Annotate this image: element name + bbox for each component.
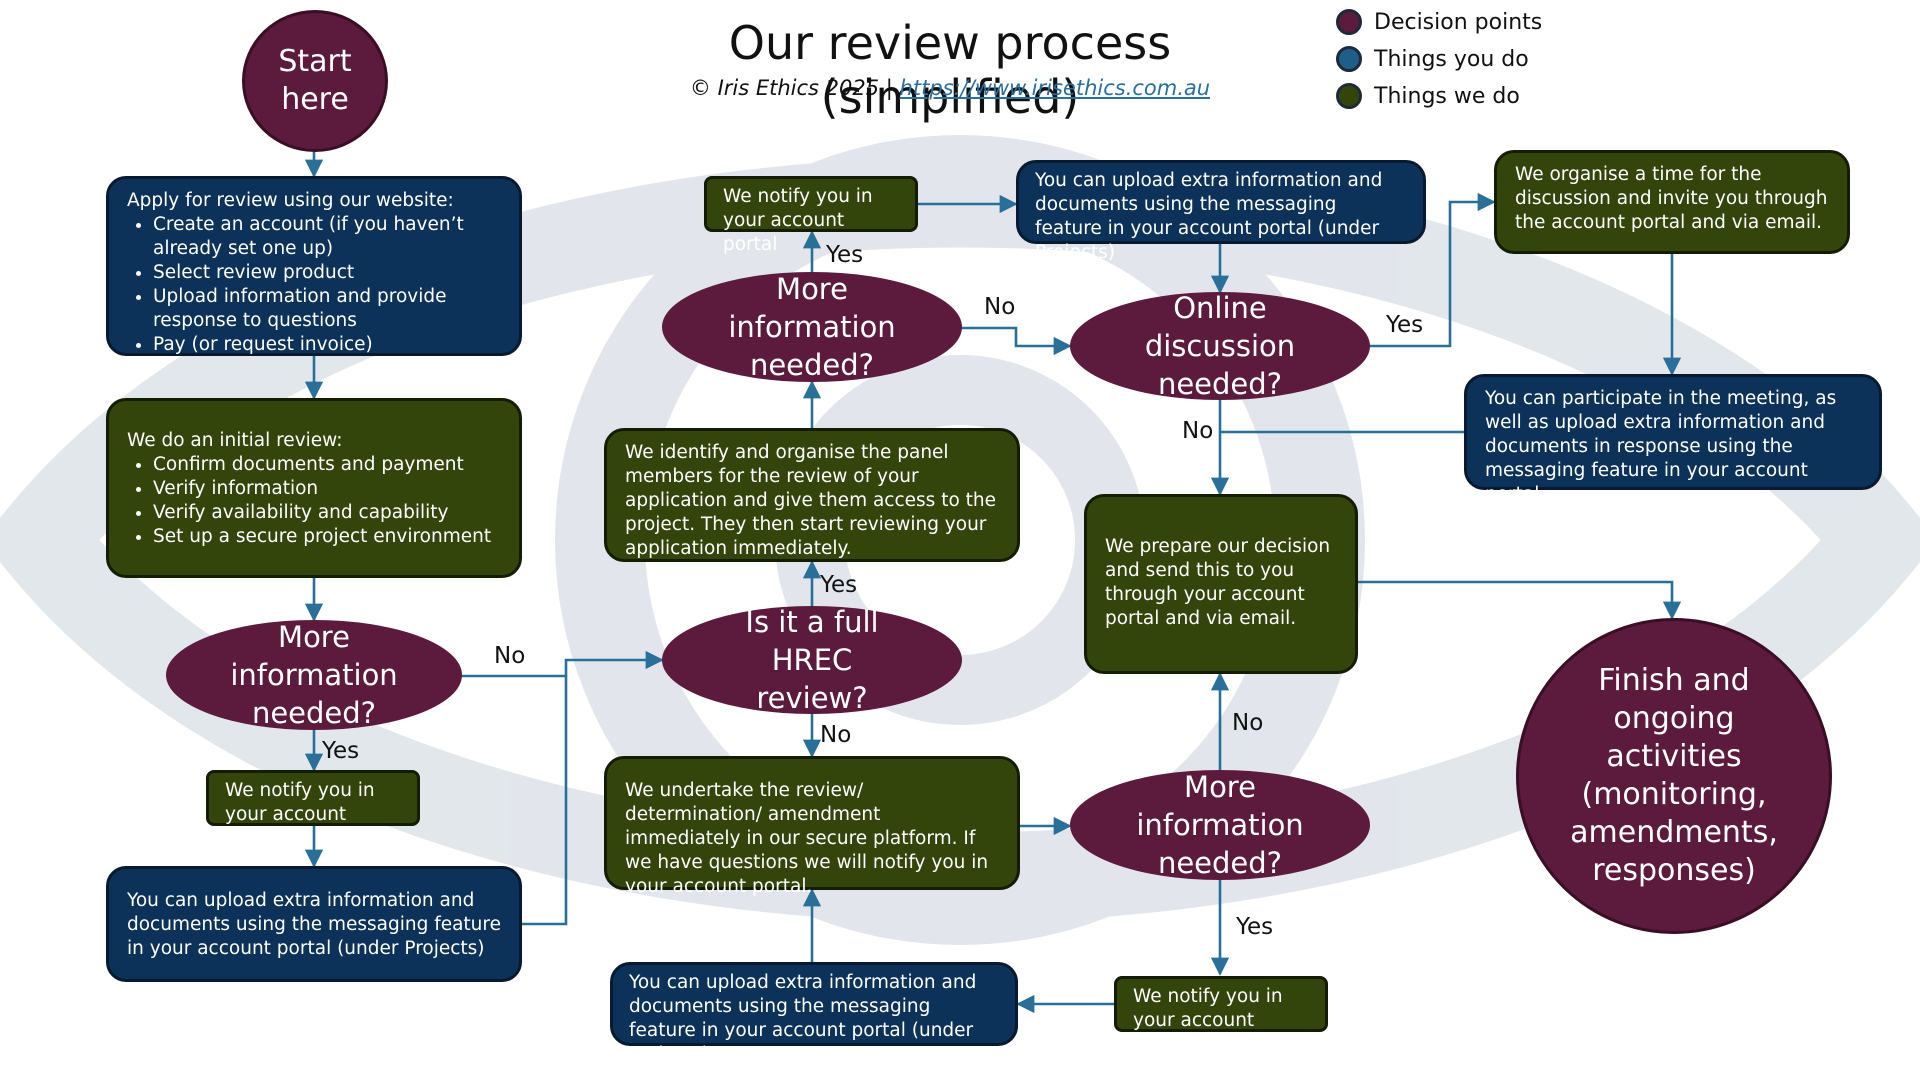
edge-label-yes: Yes [322, 738, 360, 764]
legend-decision-points: Decision points [1336, 9, 1542, 35]
upload-step-2: You can upload extra information and doc… [1016, 160, 1426, 263]
apply-bullets: Create an account (if you haven’t alread… [127, 213, 501, 357]
undertake-step: We undertake the review/ determination/ … [604, 756, 1020, 897]
apply-step: Apply for review using our website: Crea… [106, 176, 522, 356]
prepare-text: We prepare our decision and send this to… [1105, 536, 1331, 629]
edge-decision1-hrec [460, 650, 664, 678]
decision-more-info-1: More information needed? [166, 620, 462, 730]
initial-review-bullets: Confirm documents and payment Verify inf… [127, 453, 501, 549]
start-label: Start here [278, 44, 352, 117]
decision-label: More information needed? [1136, 770, 1304, 880]
initial-review-intro: We do an initial review: [127, 430, 343, 451]
decision-label: Online discussion needed? [1144, 291, 1296, 401]
finish-node: Finish and ongoing activities (monitorin… [1516, 618, 1832, 934]
edge-decision2-online [960, 326, 1072, 356]
participate-text: You can participate in the meeting, as w… [1485, 388, 1837, 505]
page-subtitle: © Iris Ethics 2025 | https://www.iriseth… [600, 76, 1300, 100]
list-item: Upload information and provide response … [153, 285, 501, 333]
edge-label-no: No [1232, 710, 1264, 736]
edge-label-no: No [984, 294, 1016, 320]
page-title: Our review process (simplified) [728, 16, 1172, 124]
legend-label: Things you do [1374, 46, 1529, 72]
upload-step-3: You can upload extra information and doc… [610, 962, 1018, 1065]
edge-prepare-finish [1358, 580, 1682, 620]
edge-label-no: No [820, 722, 852, 748]
decision-label: More information needed? [230, 620, 398, 730]
edge-upload1-hrec [520, 676, 568, 926]
legend-things-we-do: Things we do [1336, 83, 1520, 109]
organise-time-step: We organise a time for the discussion an… [1494, 150, 1850, 254]
list-item: Verify availability and capability [153, 501, 501, 525]
initial-review-step: We do an initial review: Confirm documen… [106, 398, 522, 578]
legend-things-you-do: Things you do [1336, 46, 1529, 72]
notify-text: We notify you in your account portal [1133, 986, 1283, 1055]
prepare-decision-step: We prepare our decision and send this to… [1084, 494, 1358, 674]
finish-label: Finish and ongoing activities (monitorin… [1570, 663, 1778, 888]
upload-text: You can upload extra information and doc… [1035, 170, 1383, 263]
edge-label-no: No [1182, 418, 1214, 444]
participate-step: You can participate in the meeting, as w… [1464, 374, 1882, 505]
copyright-text: © Iris Ethics 2025 | [689, 76, 893, 100]
legend-swatch-we-do [1336, 83, 1362, 109]
decision-label: More information needed? [728, 272, 896, 382]
notify-step-2: We notify you in your account portal [704, 176, 918, 255]
list-item: Pay (or request invoice) [153, 333, 501, 357]
legend-swatch-decision [1336, 9, 1362, 35]
list-item: Create an account (if you haven’t alread… [153, 213, 501, 261]
notify-text: We notify you in your account portal [225, 780, 375, 849]
decision-full-hrec: Is it a full HREC review? [662, 605, 962, 715]
apply-intro: Apply for review using our website: [127, 190, 454, 211]
legend-label: Things we do [1374, 83, 1520, 109]
edge-label-yes: Yes [1236, 914, 1274, 940]
upload-step-1: You can upload extra information and doc… [106, 866, 522, 982]
upload-text: You can upload extra information and doc… [127, 890, 501, 959]
notify-text: We notify you in your account portal [723, 186, 873, 255]
list-item: Verify information [153, 477, 501, 501]
notify-step-3: We notify you in your account portal [1114, 976, 1328, 1055]
decision-more-info-3: More information needed? [1070, 770, 1370, 880]
undertake-text: We undertake the review/ determination/ … [625, 780, 989, 897]
edge-online-organise [1368, 192, 1496, 348]
notify-step-1: We notify you in your account portal [206, 770, 420, 849]
start-node: Start here [242, 10, 388, 152]
edge-label-yes: Yes [1386, 312, 1424, 338]
upload-text: You can upload extra information and doc… [629, 972, 977, 1065]
edge-label-yes: Yes [826, 242, 864, 268]
list-item: Set up a secure project environment [153, 525, 501, 549]
legend-label: Decision points [1374, 9, 1543, 35]
list-item: Confirm documents and payment [153, 453, 501, 477]
panel-step: We identify and organise the panel membe… [604, 428, 1020, 562]
panel-text: We identify and organise the panel membe… [625, 442, 997, 559]
website-link[interactable]: https://www.irisethics.com.au [899, 76, 1211, 100]
edge-label-yes: Yes [820, 572, 858, 598]
decision-label: Is it a full HREC review? [745, 605, 879, 715]
decision-more-info-2: More information needed? [662, 272, 962, 382]
edge-label-no: No [494, 643, 526, 669]
organise-text: We organise a time for the discussion an… [1515, 164, 1828, 233]
decision-online-discussion: Online discussion needed? [1070, 291, 1370, 401]
legend-swatch-you-do [1336, 46, 1362, 72]
list-item: Select review product [153, 261, 501, 285]
